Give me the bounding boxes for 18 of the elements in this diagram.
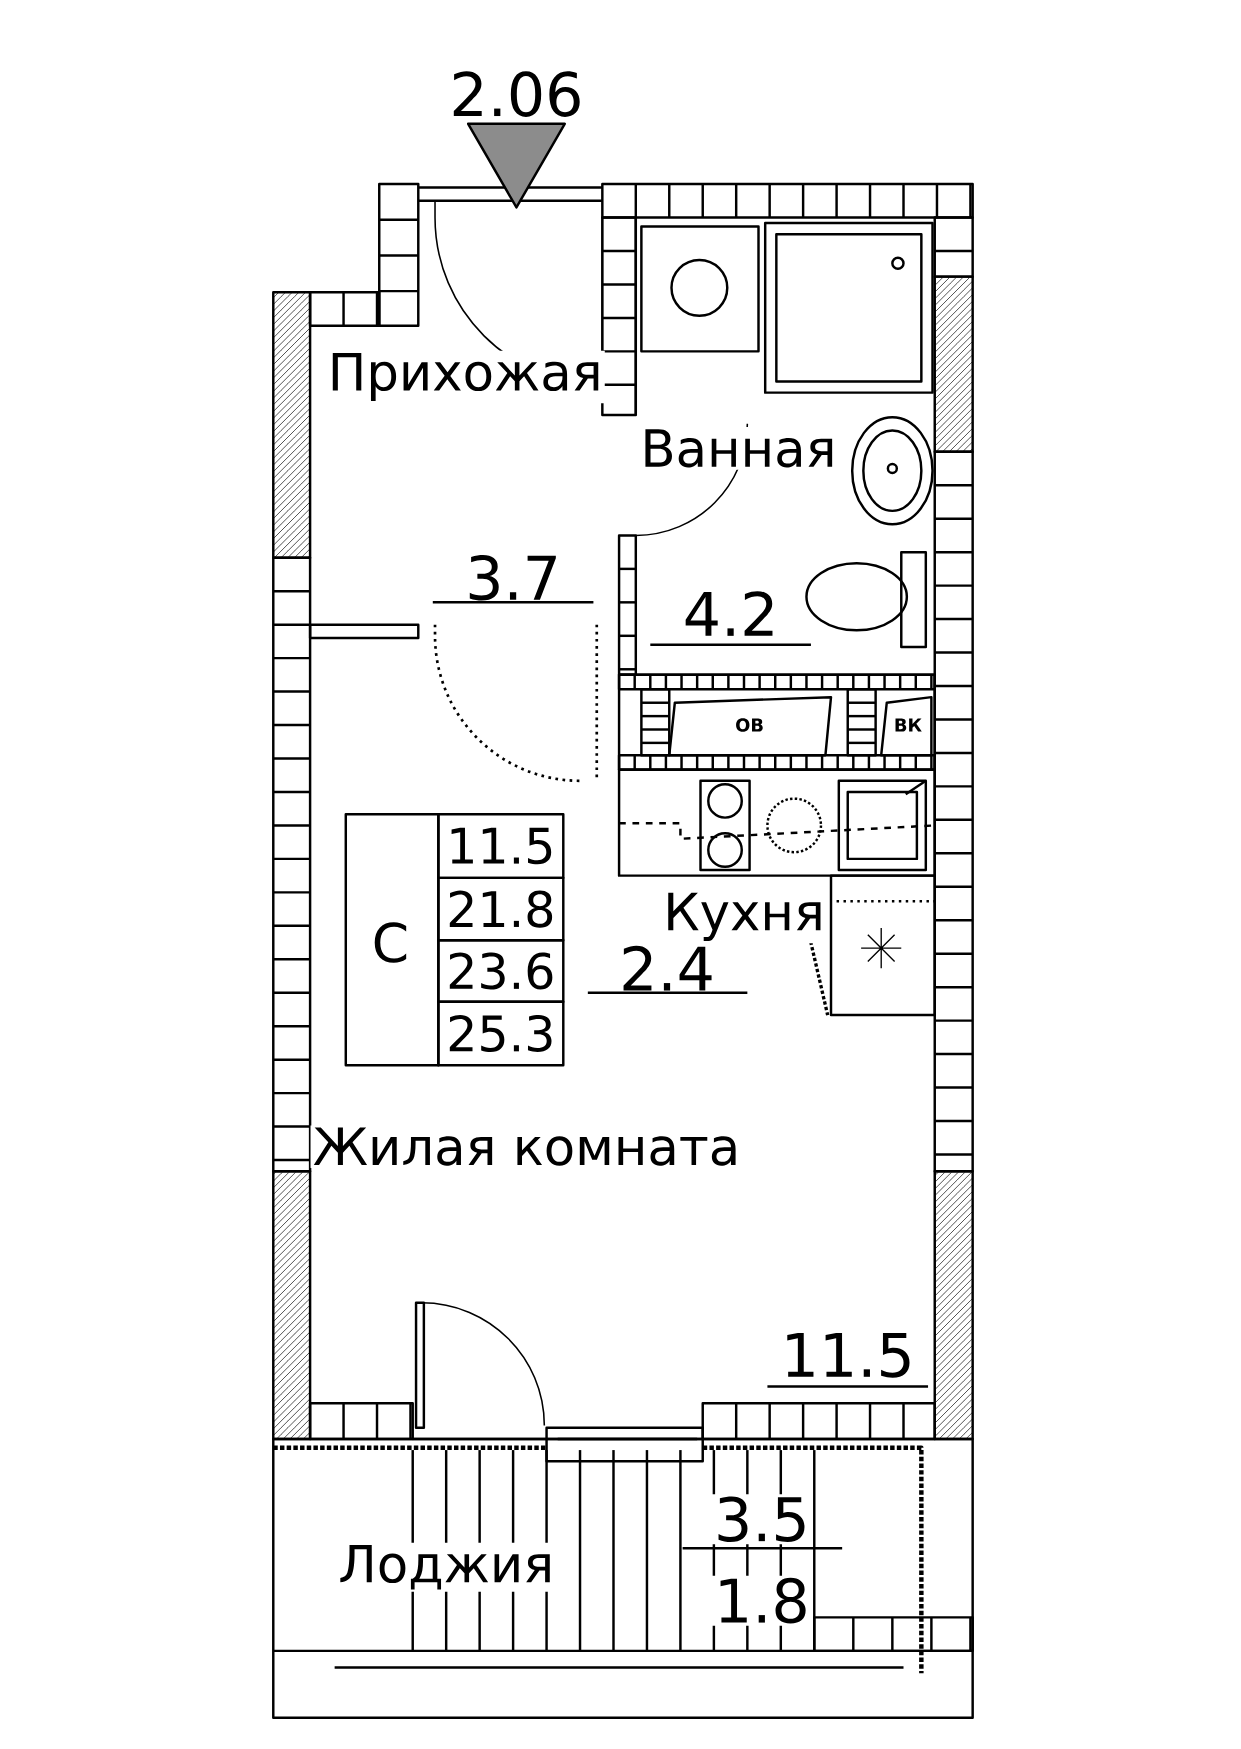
area-label: 4.2 [680,588,781,639]
table-cell: 25.3 [436,1000,565,1067]
area-label: 3.7 [462,552,563,603]
room-label: Ванная [637,427,839,470]
table-cell: 21.8 [436,876,565,942]
room-label: Лоджия [335,1542,557,1592]
room-label: Кухня [660,890,827,944]
room-label: Жилая комната [310,1125,743,1168]
room-label: Прихожая [325,350,605,404]
area-label: 1.8 [711,1575,812,1626]
shaft-label: ОВ [732,716,766,734]
area-label: 3.5 [711,1494,812,1545]
area-label: 2.4 [616,943,717,993]
area-label: С [369,920,412,966]
table-cell: 11.5 [436,813,565,880]
area-label: 11.5 [778,1330,917,1380]
table-cell: 23.6 [436,939,565,1003]
shaft-label: ВК [891,716,925,734]
